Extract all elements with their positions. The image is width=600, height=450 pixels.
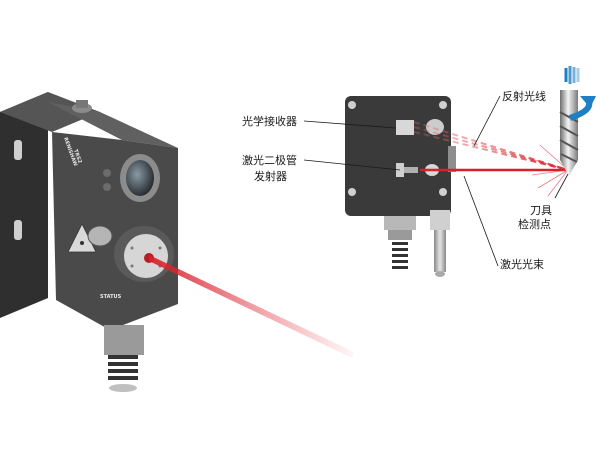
mount-hole-tl [348, 101, 356, 109]
reflected-ray-3 [413, 131, 569, 171]
cutting-tool [559, 90, 579, 176]
bracket-top [0, 92, 100, 132]
indicator-led-2 [103, 183, 111, 191]
mounting-bracket [0, 92, 48, 318]
laser-beam-3d [149, 255, 354, 358]
model-label: TRS2 [72, 149, 83, 165]
status-label: STATUS [100, 294, 122, 300]
label-laser-diode: 激光二极管 [242, 153, 297, 167]
leader-beam [463, 175, 499, 267]
label-emitter: 发射器 [254, 169, 287, 183]
rotation-arrow-icon [564, 66, 596, 121]
schematic-housing [345, 96, 451, 216]
leader-reflected [473, 95, 501, 147]
mount-hole-tr [439, 101, 447, 109]
optical-receiver-block [396, 120, 414, 135]
mount-hole-bl [348, 188, 356, 196]
cable-connector-schematic [384, 216, 416, 269]
bracket-slot-2 [14, 220, 22, 240]
adjust-knob-3d [87, 225, 113, 247]
label-laser-beam: 激光光束 [500, 257, 544, 271]
label-tool: 刀具 [530, 204, 552, 217]
label-detection-point: 检测点 [518, 217, 551, 231]
indicator-led-1 [103, 169, 111, 177]
air-nozzle-schematic [430, 210, 450, 277]
bracket-slot-1 [14, 140, 22, 160]
leader-tool [554, 173, 569, 199]
top-connector-body [76, 100, 88, 108]
housing-top [48, 102, 178, 148]
sensor-device-3d: RENISHAW TRS2 STATUS [0, 92, 354, 392]
label-optical-receiver: 光学接收器 [242, 114, 297, 128]
receiver-lens-3d [126, 160, 154, 196]
mount-hole-br [439, 188, 447, 196]
sensor-schematic: 光学接收器 激光二极管 发射器 反射光线 刀具 检测点 激光光束 [242, 66, 596, 277]
cable-spring-3d [104, 325, 144, 392]
leader-diode [303, 159, 401, 171]
leader-receiver [303, 120, 397, 129]
front-window [448, 146, 456, 172]
label-reflected-light: 反射光线 [502, 89, 546, 103]
receiver-lens [426, 119, 444, 135]
